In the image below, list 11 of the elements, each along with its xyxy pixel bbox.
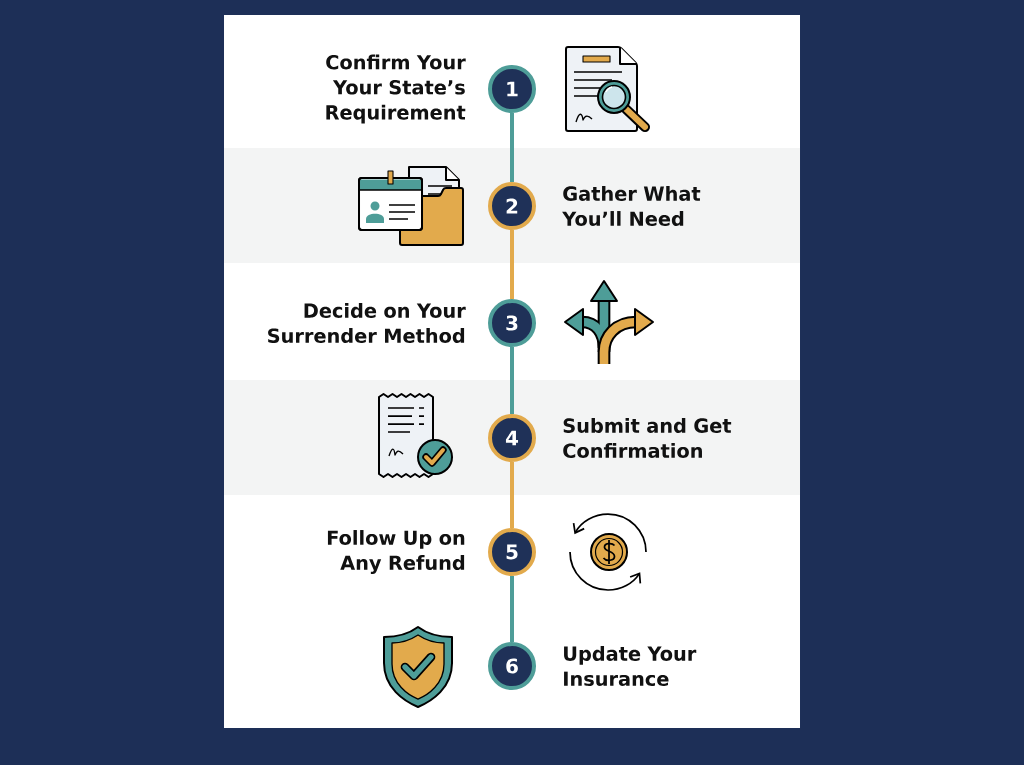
step-title: Submit and Get Confirmation [563, 418, 732, 458]
step-title: Follow Up on Any Refund [327, 530, 465, 574]
connector-line [510, 230, 514, 299]
connector-line [510, 347, 514, 414]
connector-line [510, 462, 514, 528]
step-title: Update Your Insurance [564, 646, 697, 686]
connector-line [510, 576, 514, 642]
connector-line [510, 113, 514, 182]
step-title: Gather What You’ll Need [562, 186, 701, 226]
step-title: Decide on Your Surrender Method [268, 303, 466, 343]
step-title: Confirm Your Your State’s Requirement [326, 54, 466, 124]
